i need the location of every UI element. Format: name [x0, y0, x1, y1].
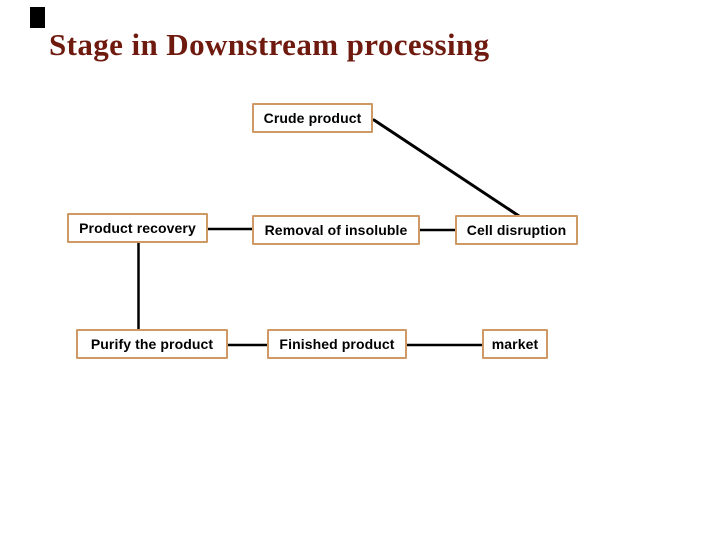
- flow-node-crude-product: Crude product: [252, 103, 373, 133]
- accent-bar: [30, 7, 45, 28]
- flow-node-product-recovery: Product recovery: [67, 213, 208, 243]
- flow-node-market: market: [482, 329, 548, 359]
- connector-line-crude-product-to-cell-disruption: [372, 118, 521, 218]
- flow-node-purify-the-product: Purify the product: [76, 329, 228, 359]
- flow-node-finished-product: Finished product: [267, 329, 407, 359]
- flow-node-cell-disruption: Cell disruption: [455, 215, 578, 245]
- slide-title: Stage in Downstream processing: [49, 27, 490, 62]
- flow-node-removal-of-insoluble: Removal of insoluble: [252, 215, 420, 245]
